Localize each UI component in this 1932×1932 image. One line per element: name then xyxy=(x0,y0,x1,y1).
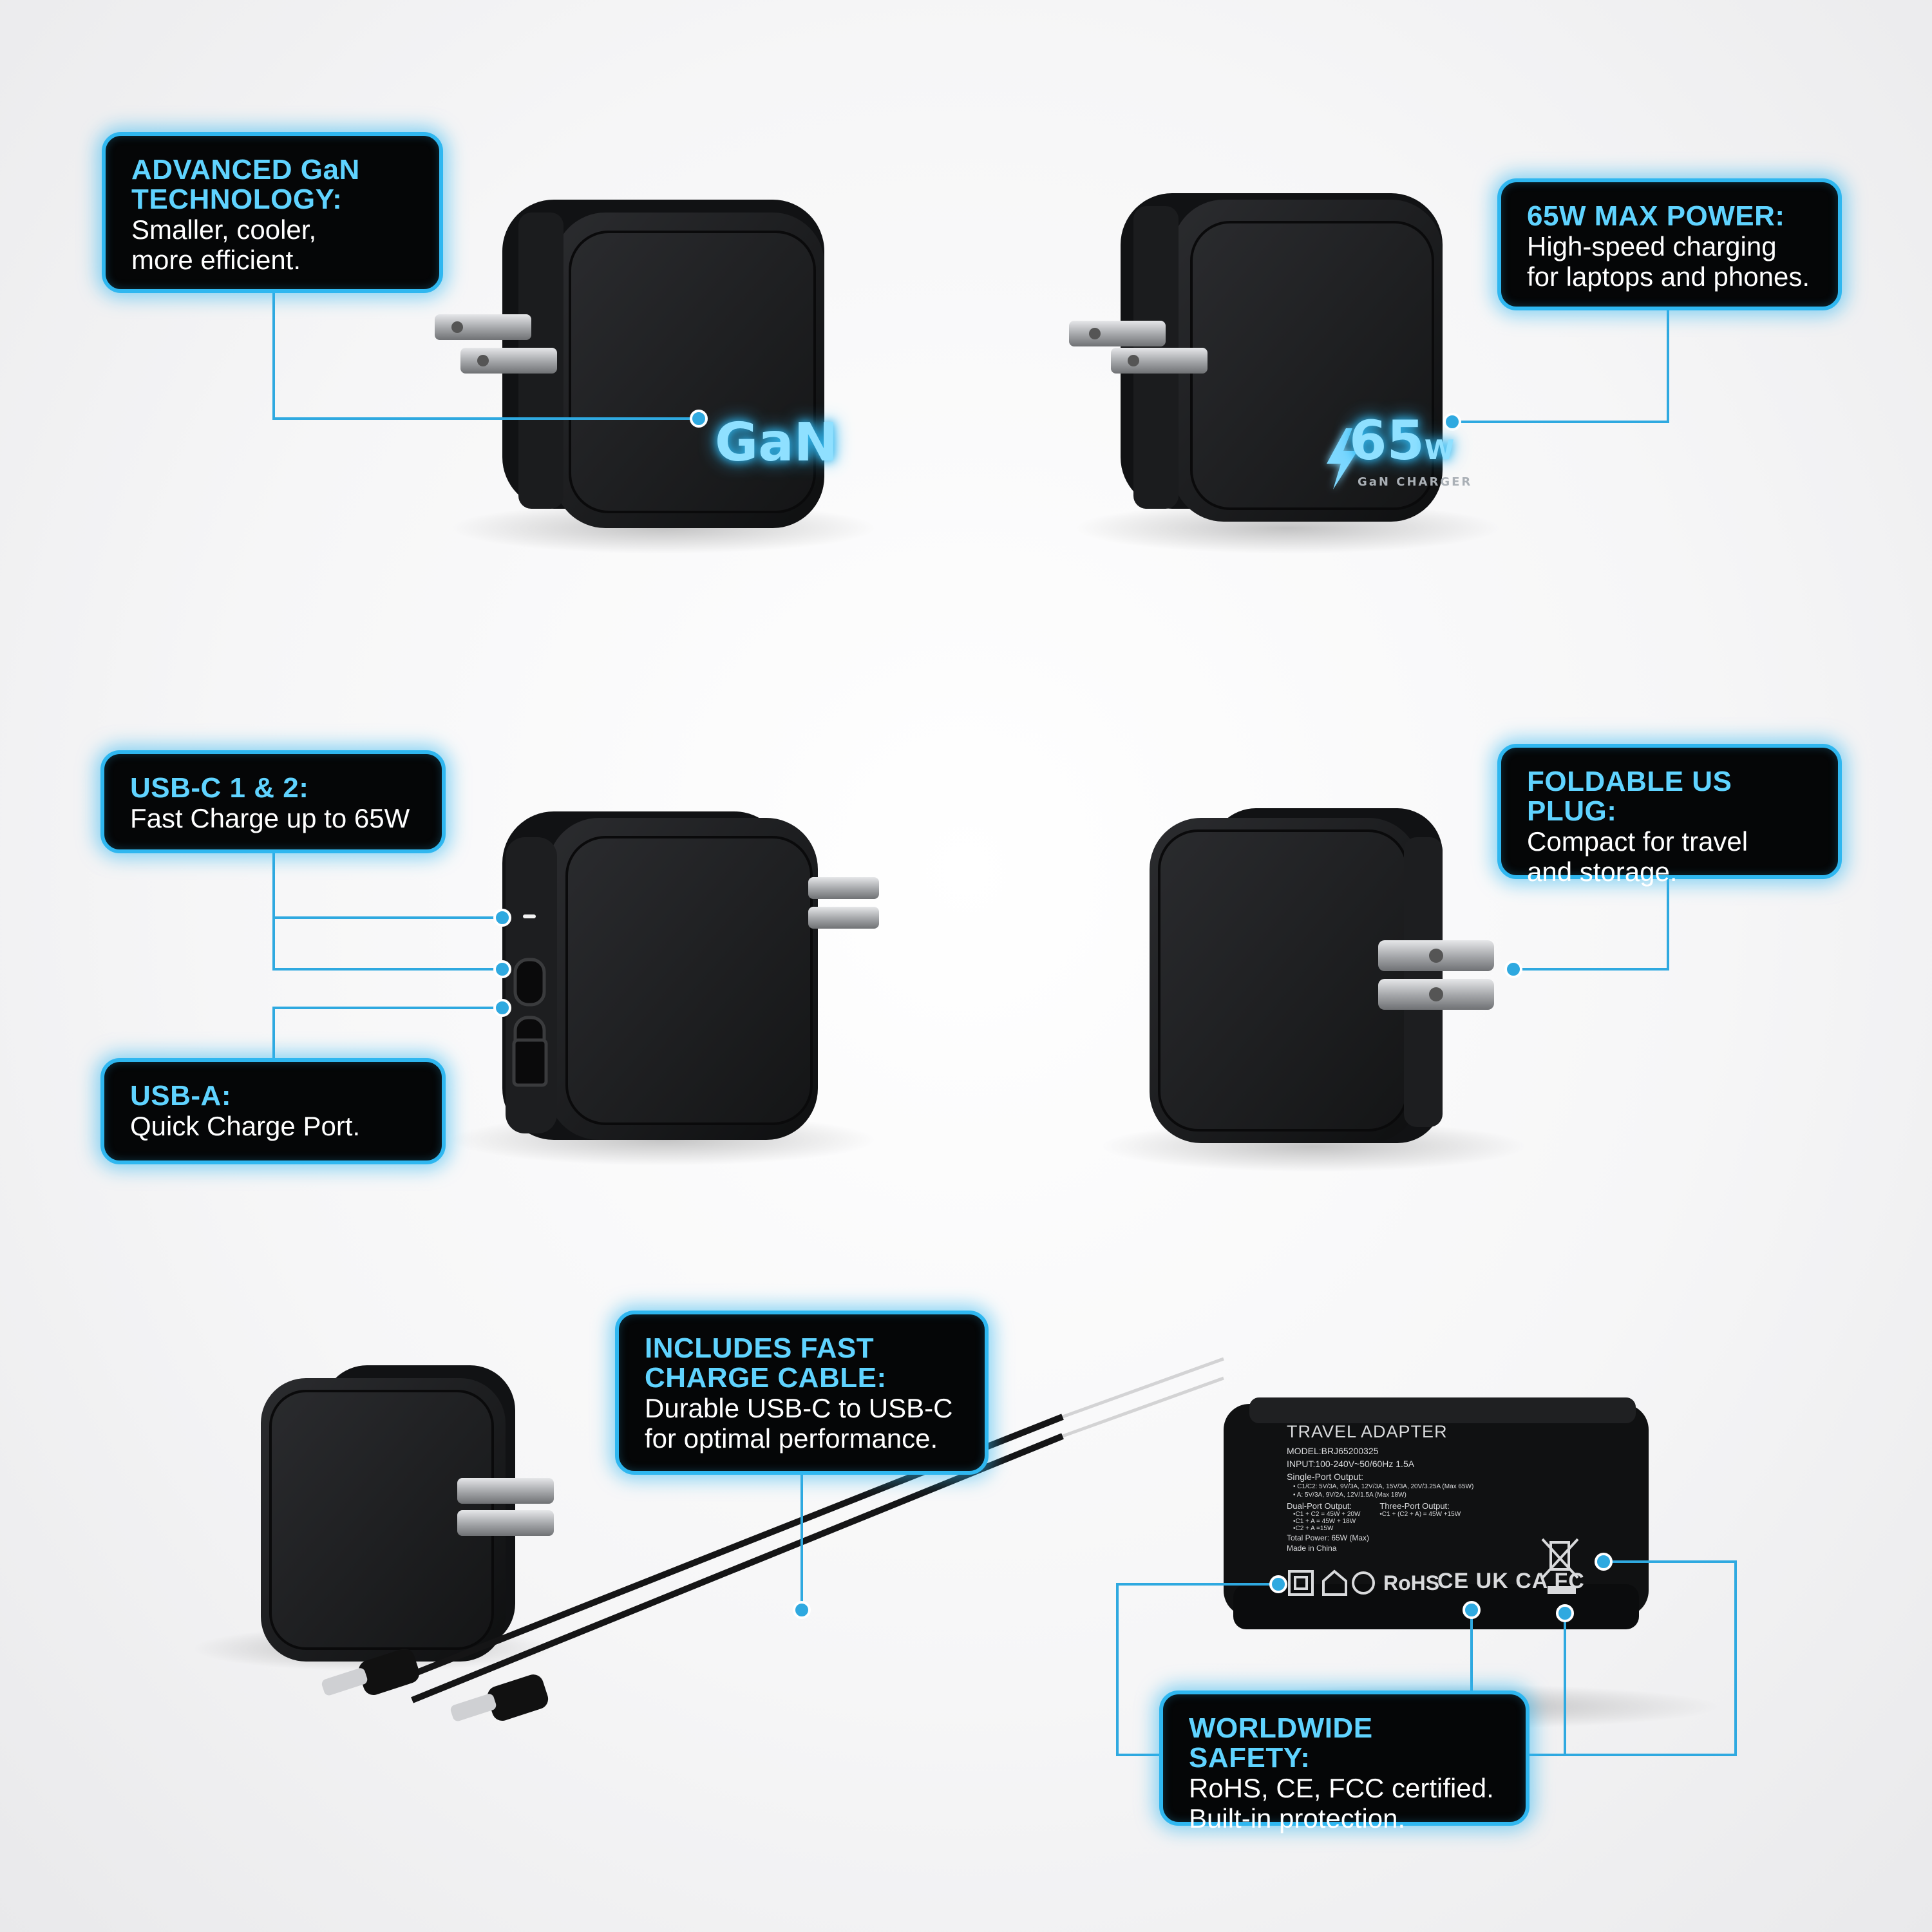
port-indicator-led xyxy=(523,914,536,918)
label-single-heading: Single-Port Output: xyxy=(1287,1472,1364,1482)
charger-with-cable xyxy=(193,1365,554,1671)
ce-ukca-fcc-marks: CE UK CA FC xyxy=(1437,1569,1585,1593)
callout-connectors xyxy=(272,293,1737,1756)
us-plug-prongs xyxy=(1069,321,1208,374)
charger-front-gan xyxy=(435,200,876,554)
callout-body: Smaller, cooler, more efficient. xyxy=(131,214,317,275)
charger-side-ports xyxy=(451,811,879,1166)
callout-body: RoHS, CE, FCC certified. Built-in protec… xyxy=(1189,1773,1494,1833)
label-origin: Made in China xyxy=(1287,1544,1337,1553)
callout-foldable-plug: FOLDABLE US PLUG: Compact for travel and… xyxy=(1497,744,1842,887)
power-unit: W xyxy=(1424,434,1455,466)
callout-title: ADVANCED GaN TECHNOLOGY: xyxy=(131,154,360,215)
label-single-a: • A: 5V/3A, 9V/2A, 12V/1.5A (Max 18W) xyxy=(1293,1492,1406,1499)
label-single-c: • C1/C2: 5V/3A, 9V/3A, 12V/3A, 15V/3A, 2… xyxy=(1293,1483,1474,1490)
callout-title: USB-A: xyxy=(130,1080,231,1112)
label-model: MODEL:BRJ65200325 xyxy=(1287,1446,1379,1456)
label-dual-1: •C1 + C2 = 45W + 20W xyxy=(1293,1511,1361,1518)
rohs-mark: RoHS xyxy=(1383,1571,1440,1595)
callout-max-power: 65W MAX POWER: High-speed charging for l… xyxy=(1497,178,1842,310)
callout-usb-c: USB-C 1 & 2: Fast Charge up to 65W xyxy=(100,750,446,853)
label-dual-heading: Dual-Port Output: xyxy=(1287,1501,1352,1511)
label-input: INPUT:100-240V~50/60Hz 1.5A xyxy=(1287,1459,1415,1469)
callout-gan-technology: ADVANCED GaN TECHNOLOGY: Smaller, cooler… xyxy=(102,132,443,293)
gan-logo: GaN xyxy=(715,412,838,473)
cert-icons xyxy=(1288,1538,1579,1596)
usb-c-port-1 xyxy=(513,958,546,1007)
label-title: TRAVEL ADAPTER xyxy=(1287,1422,1448,1441)
label-dual-3: •C2 + A =15W xyxy=(1293,1525,1334,1532)
usb-c-cable xyxy=(321,1357,1224,1721)
callout-body: Quick Charge Port. xyxy=(130,1111,361,1141)
lightning-icon xyxy=(1327,428,1358,489)
callout-body: High-speed charging for laptops and phon… xyxy=(1527,231,1810,292)
callout-fast-charge-cable: INCLUDES FAST CHARGE CABLE: Durable USB-… xyxy=(615,1311,989,1475)
callout-connector-dots xyxy=(493,410,1613,1622)
label-three-heading: Three-Port Output: xyxy=(1379,1501,1450,1511)
us-plug-prongs xyxy=(457,1478,554,1536)
usb-a-port xyxy=(512,1038,548,1087)
power-logo: 65W xyxy=(1349,409,1454,472)
device-label: TRAVEL ADAPTER MODEL:BRJ65200325 INPUT:1… xyxy=(1287,1422,1622,1553)
usb-c-connector xyxy=(450,1674,549,1721)
callout-body: Compact for travel and storage. xyxy=(1527,826,1748,887)
callout-title: 65W MAX POWER: xyxy=(1527,200,1785,232)
label-dual-2: •C1 + A = 45W + 18W xyxy=(1293,1518,1356,1525)
power-value: 65 xyxy=(1349,409,1425,472)
callout-title: FOLDABLE US PLUG: xyxy=(1527,766,1732,827)
callout-title: INCLUDES FAST CHARGE CABLE: xyxy=(645,1332,887,1394)
callout-worldwide-safety: WORLDWIDE SAFETY: RoHS, CE, FCC certifie… xyxy=(1159,1690,1530,1833)
callout-title: WORLDWIDE SAFETY: xyxy=(1189,1712,1373,1774)
usb-c-connector xyxy=(321,1649,420,1696)
label-total: Total Power: 65W (Max) xyxy=(1287,1533,1370,1542)
power-subtext: GaN CHARGER xyxy=(1358,475,1473,489)
callout-usb-a: USB-A: Quick Charge Port. xyxy=(100,1058,446,1164)
charger-front-65w xyxy=(1069,193,1501,554)
us-plug-prongs xyxy=(1378,940,1494,1010)
charger-back-foldable-plug xyxy=(1101,808,1526,1172)
callout-body: Fast Charge up to 65W xyxy=(130,803,410,833)
callout-body: Durable USB-C to USB-C for optimal perfo… xyxy=(645,1393,953,1454)
us-plug-prongs xyxy=(435,314,557,374)
callout-title: USB-C 1 & 2: xyxy=(130,772,309,804)
us-plug-prongs xyxy=(808,877,879,929)
label-three-1: •C1 + (C2 + A) = 45W +15W xyxy=(1379,1511,1461,1518)
